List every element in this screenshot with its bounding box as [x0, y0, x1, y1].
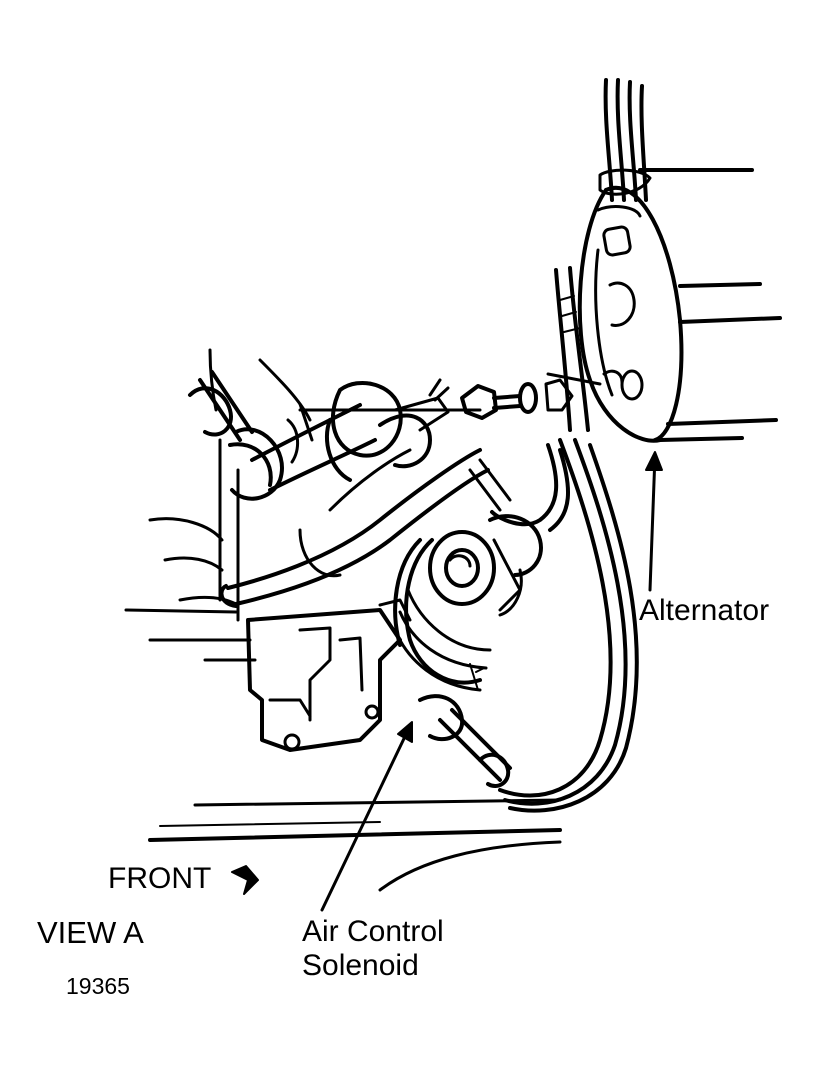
arrow-down-right-icon: [231, 865, 259, 895]
alternator: [577, 168, 782, 443]
alternator-leader: [648, 453, 657, 592]
hoses-and-pipes: [188, 348, 450, 501]
solenoid-leader-arrowhead: [397, 721, 413, 743]
alternator-label: Alternator: [639, 594, 770, 627]
leader-lines: [320, 451, 663, 912]
front-label: FRONT: [108, 862, 212, 895]
bolt-and-washer: [460, 372, 602, 420]
floor-lines: [148, 798, 562, 892]
alternator-leader-arrowhead: [645, 451, 663, 471]
air-control-solenoid: [393, 514, 543, 789]
air-control-solenoid-label: Air Control Solenoid: [302, 915, 444, 982]
engine-block: [124, 408, 512, 752]
air-control-solenoid-label-line2: Solenoid: [302, 948, 419, 982]
view-label: VIEW A: [37, 915, 144, 950]
air-control-solenoid-label-line1: Air Control: [302, 915, 444, 948]
solenoid-leader: [320, 724, 412, 912]
figure-number: 19365: [66, 973, 130, 999]
